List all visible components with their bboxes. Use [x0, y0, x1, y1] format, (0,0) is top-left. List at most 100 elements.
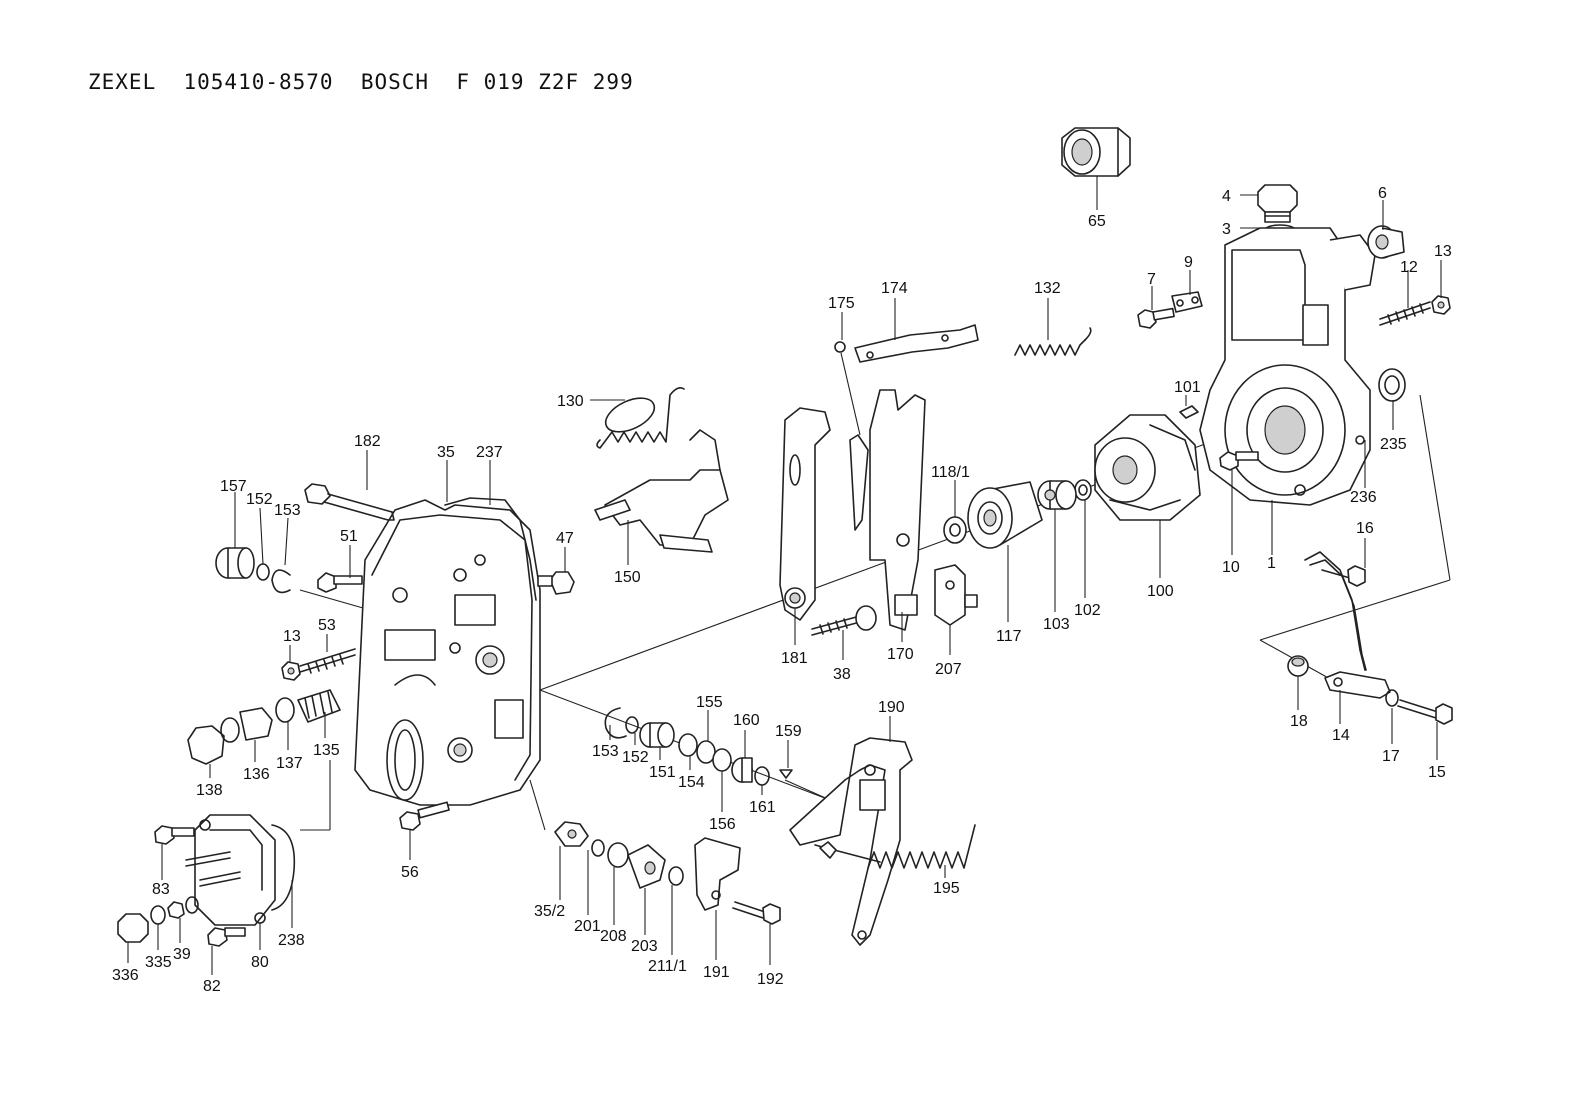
part-80-cover [194, 814, 276, 926]
label-137: 137 [276, 755, 303, 772]
part-10-screw [1219, 451, 1259, 471]
label-51: 51 [340, 528, 358, 545]
part-336-cap-nut [117, 913, 149, 943]
part-203-sleeve [627, 844, 666, 889]
part-235-ring [1378, 368, 1406, 402]
leader-lines [127, 176, 1442, 975]
label-3: 3 [1222, 221, 1231, 238]
part-39-nut [167, 896, 199, 919]
part-35-governor-cover [354, 499, 541, 806]
label-152: 152 [246, 491, 273, 508]
label-47: 47 [556, 530, 574, 547]
part-207-block [934, 564, 978, 626]
label-4: 4 [1222, 188, 1231, 205]
part-56-screw [399, 801, 450, 831]
part-160-bushing [731, 757, 753, 783]
label-136: 136 [243, 766, 270, 783]
part-18-bush [1287, 655, 1309, 677]
part-237-gasket [444, 497, 537, 601]
part-16-screw [1321, 565, 1366, 587]
part-12-bolt [1379, 301, 1431, 326]
label-38: 38 [833, 666, 851, 683]
label-207: 207 [935, 661, 962, 678]
label-182: 182 [354, 433, 381, 450]
label-18: 18 [1290, 713, 1308, 730]
part-132-spring [1014, 327, 1092, 356]
label-190: 190 [878, 699, 905, 716]
label-153-mid: 153 [592, 743, 619, 760]
part-151-sleeve [639, 722, 675, 748]
label-150: 150 [614, 569, 641, 586]
part-118-1-washer [943, 516, 967, 544]
label-211-1: 211/1 [648, 958, 687, 975]
label-39: 39 [173, 946, 191, 963]
label-10: 10 [1222, 559, 1240, 576]
label-159: 159 [775, 723, 802, 740]
part-153-circlip-mid [604, 707, 627, 739]
label-17: 17 [1382, 748, 1400, 765]
part-175-clip [834, 341, 846, 353]
label-175: 175 [828, 295, 855, 312]
part-135-adjuster [297, 689, 341, 723]
label-16: 16 [1356, 520, 1374, 537]
label-118-1: 118/1 [931, 464, 970, 481]
part-150-lever-shaft [594, 429, 729, 553]
label-103: 103 [1043, 616, 1070, 633]
part-1-governor-housing [1199, 227, 1376, 506]
part-35-2-fitting [554, 821, 589, 847]
part-190-bracket [789, 737, 913, 946]
label-161: 161 [749, 799, 776, 816]
part-117-sleeve [967, 481, 1043, 549]
part-rod-stud [185, 851, 241, 887]
part-38-screw [811, 605, 877, 636]
part-201-o-ring [591, 839, 605, 857]
part-335-washer [150, 905, 166, 925]
part-153-circlip [271, 569, 291, 594]
part-83-screw [154, 825, 195, 845]
part-14-link-rod [1304, 551, 1391, 699]
part-208-ring [607, 842, 629, 868]
label-335: 335 [145, 954, 172, 971]
part-152-o-ring-mid [625, 716, 639, 734]
label-83: 83 [152, 881, 170, 898]
part-181-lever [779, 407, 831, 621]
label-174: 174 [881, 280, 908, 297]
label-102: 102 [1074, 602, 1101, 619]
part-100-flyweight-assembly [1094, 414, 1201, 521]
label-336: 336 [112, 967, 139, 984]
label-238: 238 [278, 932, 305, 949]
label-151: 151 [649, 764, 676, 781]
part-130-spring [596, 387, 685, 449]
label-153: 153 [274, 502, 301, 519]
label-138: 138 [196, 782, 223, 799]
label-191: 191 [703, 964, 730, 981]
label-235: 235 [1380, 436, 1407, 453]
label-152-mid: 152 [622, 749, 649, 766]
part-159-key [779, 769, 793, 779]
page-title: ZEXEL 105410-8570 BOSCH F 019 Z2F 299 [88, 70, 634, 94]
label-13: 13 [1434, 243, 1452, 260]
label-6: 6 [1378, 185, 1387, 202]
part-51-screw [317, 572, 363, 593]
label-7: 7 [1147, 271, 1156, 288]
label-15: 15 [1428, 764, 1446, 781]
label-12: 12 [1400, 259, 1418, 276]
part-156-washer [712, 748, 732, 772]
label-13-left: 13 [283, 628, 301, 645]
label-14: 14 [1332, 727, 1350, 744]
part-103-sleeve [1037, 480, 1077, 510]
label-100: 100 [1147, 583, 1174, 600]
label-117: 117 [996, 628, 1022, 645]
label-80: 80 [251, 954, 269, 971]
part-53-screw [299, 648, 356, 674]
label-203: 203 [631, 938, 658, 955]
part-101-key [1179, 405, 1199, 419]
label-156: 156 [709, 816, 736, 833]
part-157-plug [215, 547, 255, 579]
label-53: 53 [318, 617, 336, 634]
part-7-screw [1137, 307, 1175, 329]
part-238-o-ring [271, 824, 296, 911]
part-65-nut [1061, 127, 1131, 177]
label-82: 82 [203, 978, 221, 995]
part-211-1-washer [668, 866, 684, 886]
